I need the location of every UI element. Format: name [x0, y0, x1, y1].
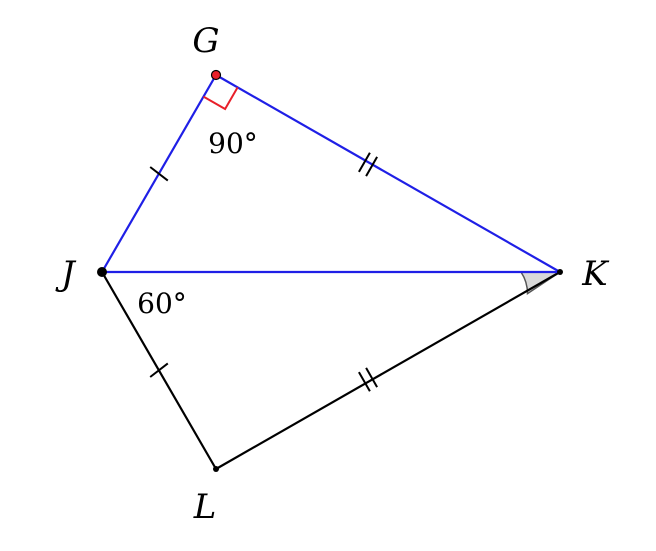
angle-label-g: 90° — [208, 127, 258, 160]
angle-label-j: 60° — [137, 287, 187, 320]
side-gk — [215, 74, 561, 273]
tick-jg — [149, 166, 169, 182]
double-tick-lk — [358, 367, 378, 392]
tick-jl — [149, 362, 169, 378]
point-l — [213, 466, 219, 472]
point-k — [557, 269, 563, 275]
vertex-label-j: J — [55, 254, 77, 294]
right-angle-marker — [203, 86, 239, 111]
vertex-label-k: K — [581, 254, 610, 294]
side-lk — [215, 271, 561, 470]
vertex-label-l: L — [193, 487, 217, 527]
point-g — [210, 69, 222, 81]
double-tick-gk — [358, 152, 378, 177]
vertex-label-g: G — [192, 21, 219, 61]
point-j — [97, 267, 107, 277]
